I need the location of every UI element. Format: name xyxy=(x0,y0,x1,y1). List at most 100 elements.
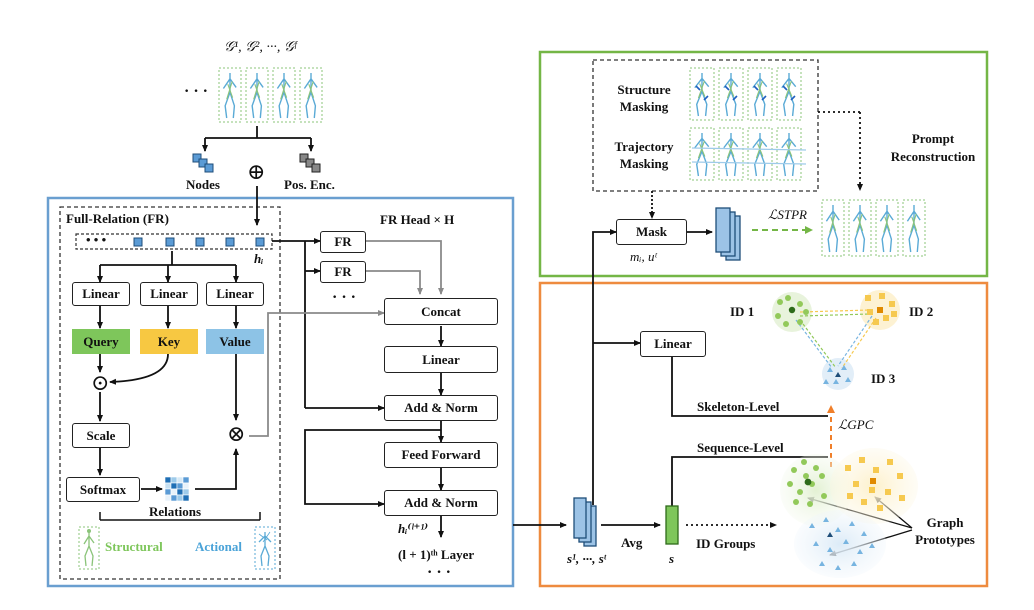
token-nodes xyxy=(133,237,265,247)
mask-subscript: mᵢ, uᵗ xyxy=(630,249,657,264)
graph-sequence-label: 𝒢¹, 𝒢², ···, 𝒢ᶠ xyxy=(224,40,297,55)
graph-prototypes-clusters xyxy=(780,448,918,578)
output-hi-label: hᵢ⁽ˡ⁺¹⁾ xyxy=(398,521,429,536)
sequence-level-label: Sequence-Level xyxy=(697,440,784,455)
prototype-point xyxy=(869,543,875,548)
prototype-point xyxy=(803,473,809,479)
layer-ellipsis: · · · xyxy=(427,564,452,581)
prototype-point xyxy=(801,459,807,465)
graph-prototypes-label: Graph Prototypes xyxy=(915,515,975,547)
fr-dashed-box xyxy=(59,206,281,580)
prototype-point xyxy=(847,493,853,499)
gpc-loss-label: ℒGPC xyxy=(838,417,874,432)
trajectory-mask-skeleton xyxy=(689,127,715,181)
token-strip xyxy=(75,233,273,250)
id3-label: ID 3 xyxy=(871,371,896,386)
hi-label: hᵢ xyxy=(254,251,264,266)
pooled-feature xyxy=(665,505,679,545)
prototype-point xyxy=(793,499,799,505)
ellipsis: · · · xyxy=(184,83,209,100)
masking-skeletons xyxy=(689,67,807,181)
prototype-point xyxy=(869,487,875,493)
nodes-label: Nodes xyxy=(186,177,220,192)
structure-masking-label: Structure Masking xyxy=(617,82,671,114)
fr-head-2: FR xyxy=(320,261,366,283)
sequence-feature-stack xyxy=(573,497,597,547)
softmax-box: Softmax xyxy=(66,477,140,502)
pos-enc-icon xyxy=(299,153,321,173)
prototype-point xyxy=(859,457,865,463)
prototype-point xyxy=(899,495,905,501)
prototype-point xyxy=(873,467,879,473)
fr-head-ellipsis: · · · xyxy=(332,289,357,306)
prototype-point xyxy=(823,517,829,522)
prototype-point xyxy=(797,489,803,495)
fr-head-1: FR xyxy=(320,231,366,253)
scale-box: Scale xyxy=(72,423,130,448)
actional-skeleton-icon xyxy=(254,526,276,570)
prototype-point xyxy=(843,539,849,544)
fr-head-label: FR Head × H xyxy=(380,212,455,227)
prototype-point xyxy=(813,541,819,546)
avg-label: Avg xyxy=(621,535,643,550)
pos-enc-label: Pos. Enc. xyxy=(284,177,335,192)
dot-product-operator: ⊙ xyxy=(91,370,110,395)
id-triangle-graph xyxy=(772,290,900,390)
prototype-point xyxy=(791,467,797,473)
relation-matrix-icon xyxy=(165,477,190,502)
feed-forward-box: Feed Forward xyxy=(384,442,498,468)
trajectory-mask-skeleton xyxy=(747,127,773,181)
prototype-point xyxy=(827,547,833,552)
prototype-point xyxy=(809,523,815,528)
structural-skeleton-icon xyxy=(78,526,100,570)
prototype-point xyxy=(845,465,851,471)
value-box: Value xyxy=(206,329,264,354)
prototype-point xyxy=(887,459,893,465)
add-norm-box-2: Add & Norm xyxy=(384,490,498,516)
encoder-panel xyxy=(46,196,515,588)
s-label: s xyxy=(669,551,675,566)
prototype-point xyxy=(877,505,883,511)
multiply-operator: ⊗ xyxy=(227,421,246,446)
prototype-point xyxy=(853,481,859,487)
masking-dashed-box xyxy=(592,59,819,192)
actional-label: Actional xyxy=(195,539,242,554)
linear-k-box: Linear xyxy=(140,282,198,306)
linear-v-box: Linear xyxy=(206,282,264,306)
prompt-panel xyxy=(538,50,989,278)
add-operator: ⊕ xyxy=(247,159,266,184)
stpr-loss-label: ℒSTPR xyxy=(768,207,807,222)
gpc-panel xyxy=(538,281,989,588)
mask-box: Mask xyxy=(616,219,687,245)
prototype-point xyxy=(849,521,855,526)
token-dots: • • • xyxy=(86,232,107,247)
prototype-point xyxy=(807,501,813,507)
seq-label: s¹, ···, sᵗ xyxy=(567,551,607,566)
query-box: Query xyxy=(72,329,130,354)
prototype-point xyxy=(835,527,841,532)
fr-title: Full-Relation (FR) xyxy=(66,211,169,226)
prototype-point xyxy=(835,565,841,570)
prototype-point xyxy=(857,549,863,554)
reconstructed-skeletons xyxy=(821,199,926,257)
id2-label: ID 2 xyxy=(909,304,934,319)
prototype-point xyxy=(787,481,793,487)
prototype-point xyxy=(819,473,825,479)
prototype-point xyxy=(885,489,891,495)
prototype-point xyxy=(861,531,867,536)
prototype-point xyxy=(821,493,827,499)
gpc-linear-box: Linear xyxy=(640,331,706,357)
nodes-icon xyxy=(192,153,214,173)
id1-label: ID 1 xyxy=(730,304,755,319)
concat-box: Concat xyxy=(384,298,498,325)
linear-q-box: Linear xyxy=(72,282,130,306)
trajectory-mask-skeleton xyxy=(718,127,744,181)
structure-mask-skeleton xyxy=(776,67,802,121)
skeleton-level-label: Skeleton-Level xyxy=(697,399,780,414)
prototype-point xyxy=(861,499,867,505)
structure-mask-skeleton xyxy=(718,67,744,121)
structural-label: Structural xyxy=(105,539,163,554)
prototype-point xyxy=(897,473,903,479)
